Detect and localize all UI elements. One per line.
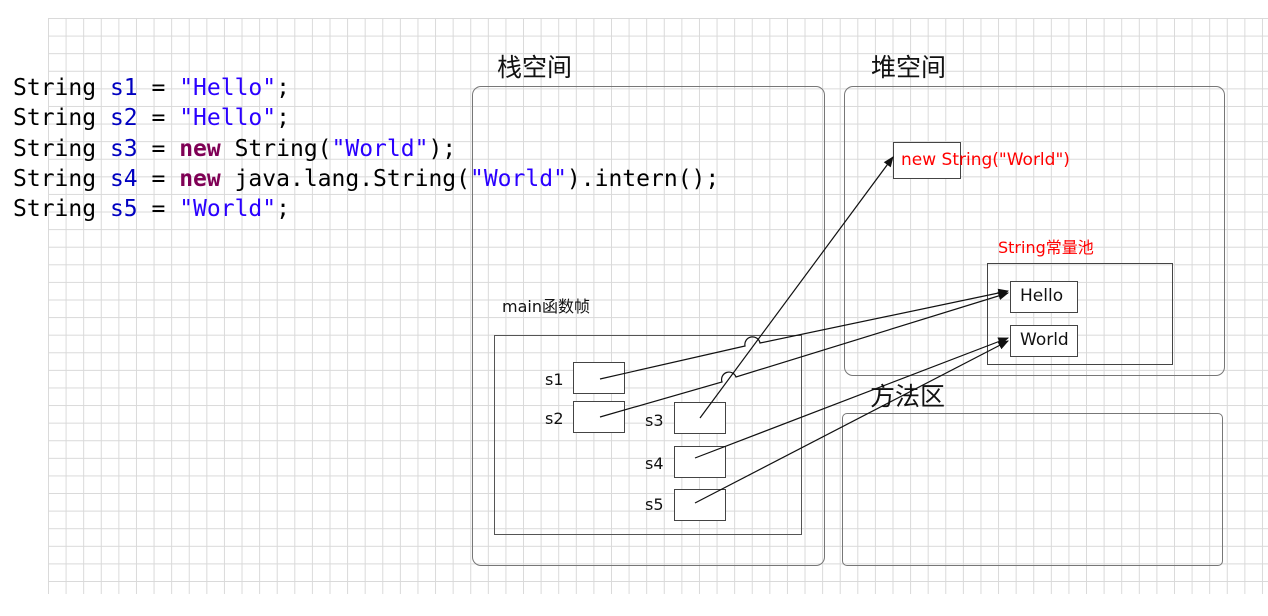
code-token-var: s1: [109, 75, 138, 101]
var-slot-s3: [674, 402, 726, 434]
code-token-str: "World": [179, 196, 277, 223]
code-token-kw: new: [179, 165, 221, 192]
stack-title: 栈空间: [497, 53, 573, 82]
code-token-plain: String: [13, 135, 110, 162]
pool-entry-world: World: [1010, 325, 1078, 357]
code-token-plain: =: [137, 135, 180, 162]
var-label-s2: s2: [545, 409, 564, 428]
code-line: String s5 = "World";: [13, 194, 719, 224]
code-line: String s3 = new String("World");: [13, 134, 719, 164]
heap-title: 堆空间: [871, 53, 947, 82]
code-token-plain: ;: [276, 105, 290, 132]
code-token-plain: =: [137, 165, 180, 192]
code-listing: String s1 = "Hello";String s2 = "Hello";…: [13, 73, 719, 224]
code-token-plain: ;: [276, 196, 290, 223]
main-frame-label: main函数帧: [502, 297, 590, 316]
pool-entry-hello: Hello: [1010, 281, 1078, 313]
code-token-plain: =: [137, 196, 180, 223]
code-line: String s1 = "Hello";: [13, 73, 719, 103]
heap-object-label: new String("World"): [901, 150, 1070, 170]
var-slot-s2: [573, 401, 625, 433]
code-token-plain: String: [13, 196, 110, 223]
code-line: String s4 = new java.lang.String("World"…: [13, 164, 719, 194]
code-token-var: s4: [109, 165, 138, 192]
var-slot-s1: [573, 362, 625, 394]
code-line: String s2 = "Hello";: [13, 103, 719, 133]
method-area-region: [842, 413, 1223, 566]
code-token-var: s5: [109, 196, 138, 223]
code-token-plain: ;: [276, 75, 290, 101]
var-label-s1: s1: [545, 370, 564, 389]
code-token-str: "World": [331, 135, 429, 162]
var-label-s5: s5: [645, 495, 664, 514]
code-token-str: "Hello": [179, 105, 277, 132]
var-slot-s5: [674, 489, 726, 521]
code-token-plain: String: [13, 75, 110, 101]
code-token-plain: );: [428, 135, 457, 162]
code-token-plain: =: [137, 75, 180, 101]
code-token-var: s3: [109, 135, 138, 162]
code-token-plain: ).intern();: [566, 165, 720, 192]
var-label-s4: s4: [645, 454, 664, 473]
code-token-plain: String: [13, 105, 110, 132]
code-token-kw: new: [179, 135, 221, 162]
method-area-title: 方法区: [870, 382, 946, 411]
var-slot-s4: [674, 446, 726, 478]
code-token-plain: =: [137, 105, 180, 132]
string-pool-title: String常量池: [998, 238, 1094, 257]
code-token-plain: java.lang.String(: [220, 165, 470, 192]
code-token-plain: String(: [220, 135, 332, 162]
code-token-str: "World": [469, 165, 567, 192]
code-token-var: s2: [109, 105, 138, 132]
code-token-plain: String: [13, 165, 110, 192]
var-label-s3: s3: [645, 411, 664, 430]
code-token-str: "Hello": [179, 75, 277, 101]
